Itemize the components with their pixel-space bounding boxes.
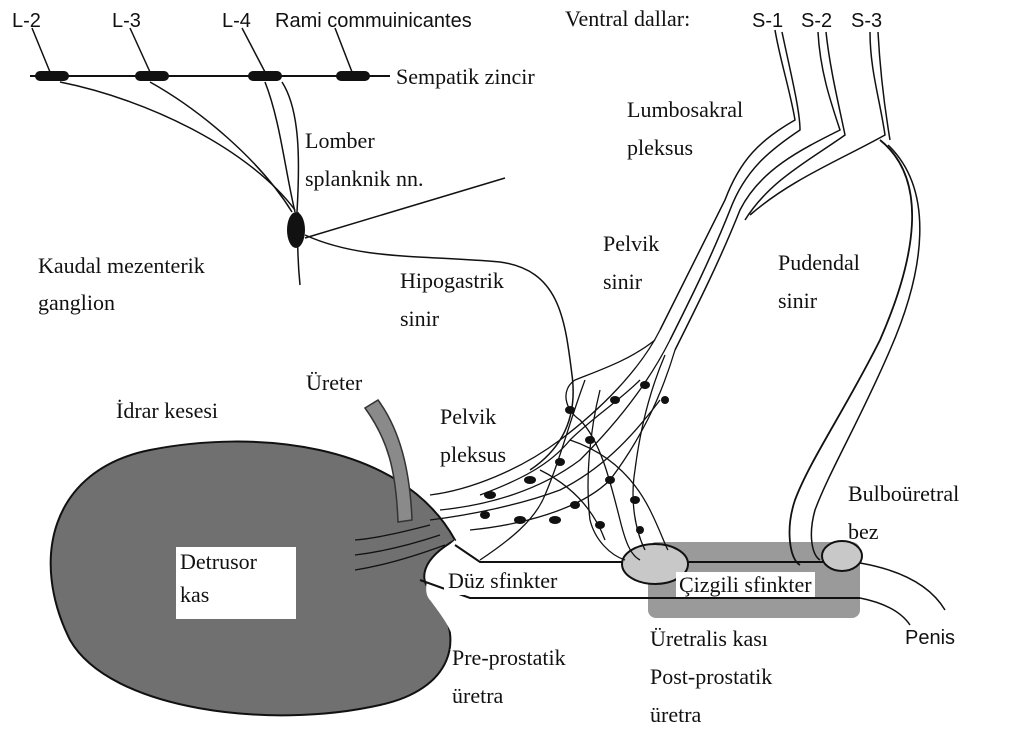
chain-ganglion-l3 — [135, 71, 169, 81]
label-s1: S-1 — [752, 10, 783, 33]
label-detrusor: Detrusor — [180, 549, 292, 574]
label-lumbosakral-pleksus: pleksus — [627, 135, 693, 160]
label-pelvik-sinir-2: sinir — [603, 269, 642, 294]
label-uretralis-kasi: Üretralis kası — [650, 626, 768, 651]
label-ventral-dallar: Ventral dallar: — [565, 6, 690, 31]
root-rami — [335, 28, 352, 72]
label-hipogastrik-sinir: sinir — [400, 306, 439, 331]
label-post-prostatik-uretra: üretra — [650, 702, 701, 727]
label-cizgili-sfinkter: Çizgili sfinkter — [676, 572, 815, 597]
label-ganglion: ganglion — [38, 290, 115, 315]
label-bulbouretral: Bulboüretral — [848, 481, 959, 506]
root-l2 — [32, 28, 50, 72]
label-pre-prostatik-uretra: üretra — [452, 683, 503, 708]
label-post-prostatik: Post-prostatik — [650, 664, 772, 689]
label-hipogastrik: Hipogastrik — [400, 268, 504, 293]
label-ureter: Üreter — [306, 370, 362, 395]
penis-line-lower — [860, 598, 910, 625]
label-pelvik-pleksus-2: pleksus — [440, 442, 506, 467]
label-lumbosakral: Lumbosakral — [627, 97, 743, 122]
label-l2: L-2 — [12, 10, 41, 33]
penis-line-upper — [860, 563, 945, 610]
label-duz-sfinkter: Düz sfinkter — [444, 566, 561, 595]
label-pelvik-sinir: Pelvik — [603, 231, 659, 256]
label-pudendal-sinir: sinir — [778, 288, 817, 313]
label-rami-communicantes: Rami commuinicantes — [275, 10, 472, 33]
chain-ganglion-l2 — [35, 71, 69, 81]
label-kas: kas — [180, 582, 292, 607]
label-bulbouretral-bez: bez — [848, 519, 879, 544]
label-l4: L-4 — [222, 10, 251, 33]
chain-ganglion-l4 — [248, 71, 282, 81]
label-pre-prostatik: Pre-prostatik — [452, 645, 566, 670]
label-kaudal-mezenterik: Kaudal mezenterik — [38, 253, 205, 278]
label-lomber: Lomber — [305, 128, 375, 153]
root-l4 — [242, 28, 265, 72]
caudal-mesenteric-ganglion — [287, 212, 305, 248]
label-sempatik-zincir: Sempatik zincir — [396, 64, 535, 89]
chain-ganglion-rami — [336, 71, 370, 81]
label-l3: L-3 — [112, 10, 141, 33]
label-idrar-kesesi: İdrar kesesi — [116, 398, 218, 423]
lumbosacral-plexus-nerves — [660, 30, 890, 350]
label-s3: S-3 — [851, 10, 882, 33]
label-detrusor-kas: Detrusor kas — [176, 547, 296, 619]
label-penis: Penis — [905, 627, 955, 650]
label-splanknik: splanknik nn. — [305, 166, 424, 191]
pelvic-plexus-ganglia — [480, 381, 669, 534]
label-s2: S-2 — [801, 10, 832, 33]
bulbourethral-gland — [822, 541, 862, 571]
label-pudendal: Pudendal — [778, 250, 860, 275]
label-pelvik-pleksus: Pelvik — [440, 404, 496, 429]
root-l3 — [130, 28, 150, 72]
